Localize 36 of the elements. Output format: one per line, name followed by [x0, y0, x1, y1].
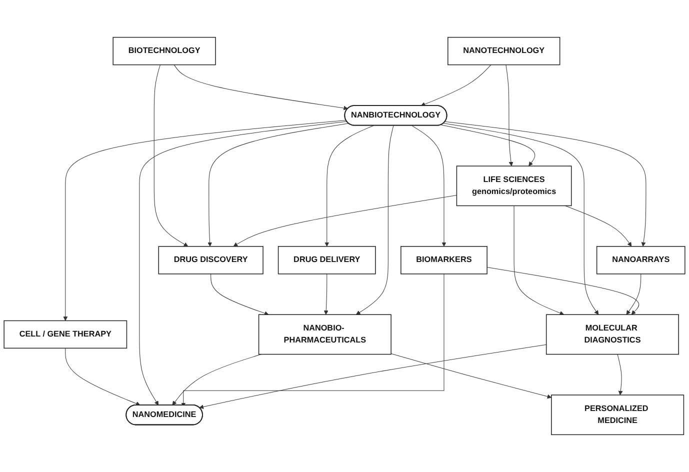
- node-box: PERSONALIZED MEDICINE: [551, 394, 684, 436]
- arrow: [63, 120, 346, 321]
- node-box: NANOTECHNOLOGY: [448, 36, 560, 66]
- node-box: BIOTECHNOLOGY: [112, 36, 216, 66]
- node-box: CELL / GENE THERAPY: [4, 320, 128, 349]
- arrow: [139, 121, 348, 406]
- node-box: NANOARRAYS: [596, 246, 686, 274]
- arrow: [174, 64, 348, 110]
- node-box: DRUG DISCOVERY: [158, 246, 264, 274]
- arrow: [506, 64, 514, 166]
- arrow: [172, 354, 262, 406]
- node-box: LIFE SCIENCES genomics/proteomics: [456, 166, 572, 206]
- arrow: [514, 205, 564, 316]
- arrow: [617, 354, 623, 396]
- node-box: DRUG DELIVERY: [278, 246, 376, 274]
- arrow: [154, 64, 188, 247]
- arrow: [412, 125, 446, 247]
- arrow: [210, 274, 269, 316]
- arrow: [208, 123, 349, 247]
- arrow: [199, 344, 547, 409]
- node-box: MOLECULAR DIAGNOSTICS: [546, 314, 679, 355]
- arrow: [65, 348, 140, 406]
- node-box: NANOBIO- PHARMACEUTICALS: [258, 314, 392, 355]
- arrow: [356, 125, 394, 315]
- arrow: [564, 205, 632, 247]
- arrow: [390, 353, 552, 399]
- arrow: [324, 274, 328, 315]
- arrow: [233, 194, 457, 247]
- arrow: [420, 64, 492, 106]
- node-box: BIOMARKERS: [400, 246, 488, 274]
- arrow: [443, 123, 599, 315]
- arrow: [626, 274, 642, 315]
- arrow: [486, 267, 640, 315]
- arrow: [440, 124, 536, 166]
- arrow: [324, 125, 374, 247]
- arrow: [444, 121, 646, 247]
